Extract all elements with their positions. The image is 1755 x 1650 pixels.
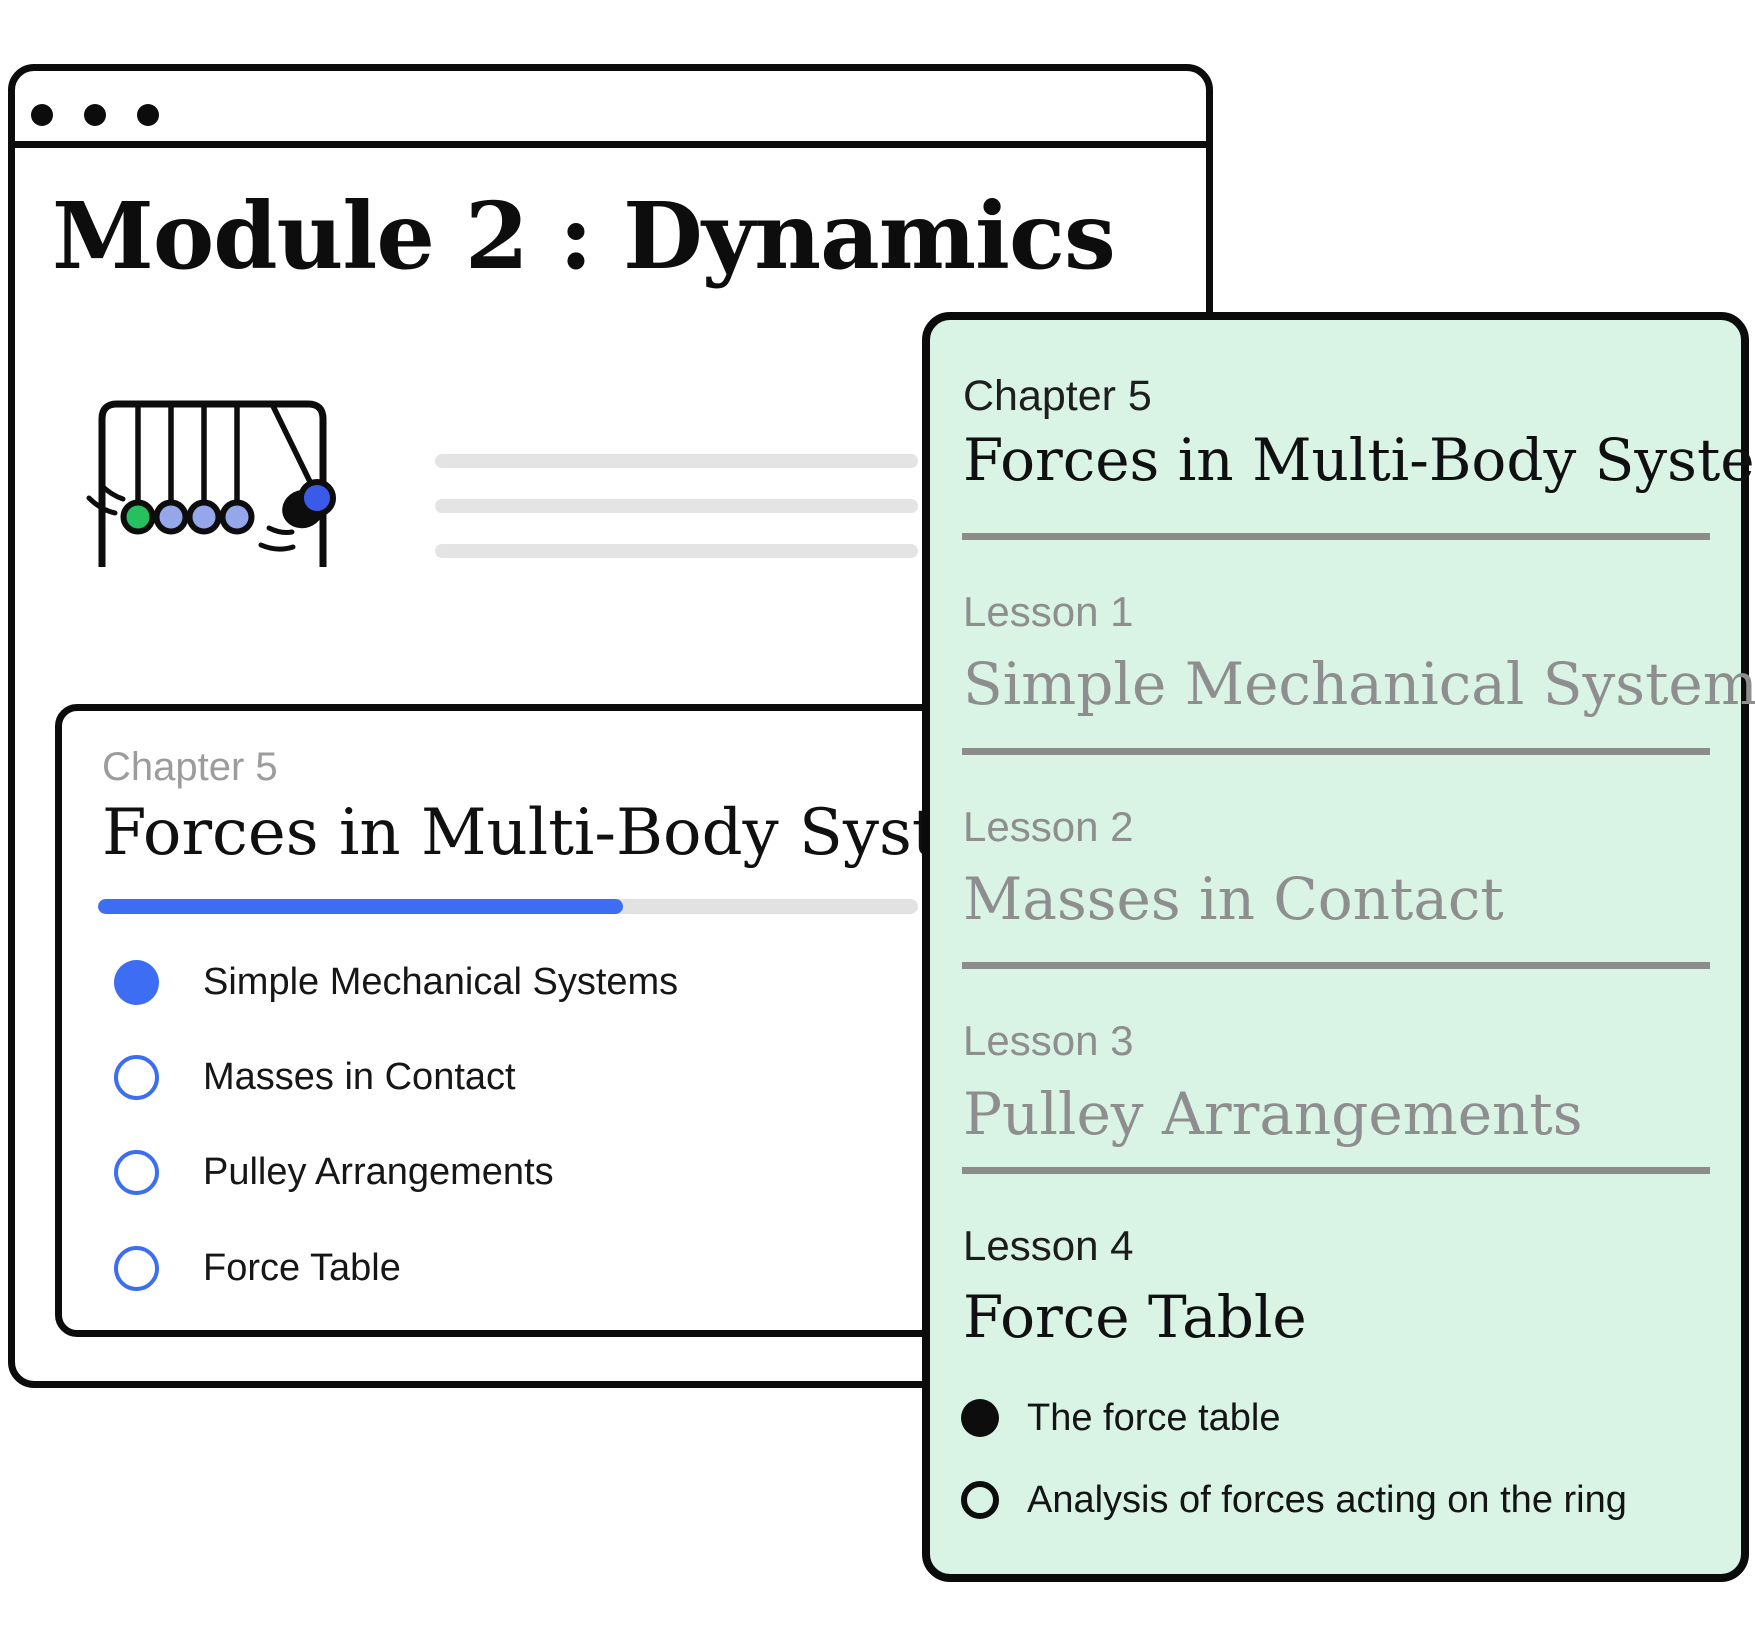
lesson-1-label: Lesson 1 [963, 588, 1134, 635]
topic-row-the-force-table[interactable]: The force table [961, 1397, 1280, 1439]
lesson-row-label: Force Table [203, 1246, 401, 1289]
chapter-card-title: Forces in Multi-Body Systems [102, 796, 1069, 870]
lesson-1-title[interactable]: Simple Mechanical Systems [963, 650, 1755, 718]
lesson-4-label: Lesson 4 [963, 1222, 1134, 1269]
radio-unselected-icon[interactable] [114, 1149, 159, 1195]
newtons-cradle-illustration [86, 400, 336, 567]
divider [962, 533, 1710, 540]
lesson-4-title[interactable]: Force Table [963, 1283, 1307, 1351]
lesson-row-label: Pulley Arrangements [203, 1150, 554, 1193]
module-title: Module 2 : Dynamics [52, 182, 1116, 290]
divider [962, 748, 1710, 755]
radio-selected-icon[interactable] [114, 959, 159, 1005]
window-control-dot-icon[interactable] [31, 104, 53, 126]
window-control-dot-icon[interactable] [84, 104, 106, 126]
topic-label: The force table [1027, 1396, 1281, 1439]
radio-unselected-icon[interactable] [114, 1245, 159, 1291]
panel-chapter-label: Chapter 5 [963, 372, 1152, 420]
lesson-row-simple-mechanical-systems[interactable]: Simple Mechanical Systems [114, 959, 678, 1005]
lesson-2-label: Lesson 2 [963, 803, 1134, 850]
radio-selected-icon[interactable] [961, 1399, 999, 1437]
panel-chapter-title: Forces in Multi-Body Systems [963, 426, 1755, 494]
lesson-3-label: Lesson 3 [963, 1017, 1134, 1064]
radio-unselected-icon[interactable] [114, 1054, 159, 1100]
lesson-row-label: Simple Mechanical Systems [203, 960, 679, 1003]
lesson-row-masses-in-contact[interactable]: Masses in Contact [114, 1054, 516, 1100]
chapter-progress-bar [98, 899, 918, 914]
lesson-3-title[interactable]: Pulley Arrangements [963, 1080, 1583, 1148]
lesson-row-pulley-arrangements[interactable]: Pulley Arrangements [114, 1149, 554, 1195]
chapter-card-eyebrow: Chapter 5 [102, 745, 278, 789]
lesson-row-label: Masses in Contact [203, 1055, 516, 1098]
topic-label: Analysis of forces acting on the ring [1027, 1478, 1627, 1521]
lesson-overview-panel: Chapter 5 Forces in Multi-Body Systems L… [922, 312, 1755, 1582]
progress-fill [98, 899, 623, 914]
lesson-row-force-table[interactable]: Force Table [114, 1245, 401, 1291]
placeholder-bar [435, 544, 918, 558]
topic-row-analysis-of-forces[interactable]: Analysis of forces acting on the ring [961, 1479, 1627, 1521]
placeholder-bar [435, 454, 918, 468]
radio-unselected-icon[interactable] [961, 1481, 999, 1519]
window-control-dot-icon[interactable] [137, 104, 159, 126]
divider [962, 962, 1710, 969]
lesson-2-title[interactable]: Masses in Contact [963, 865, 1504, 933]
window-titlebar [15, 71, 1206, 148]
divider [962, 1167, 1710, 1174]
placeholder-bar [435, 499, 918, 513]
